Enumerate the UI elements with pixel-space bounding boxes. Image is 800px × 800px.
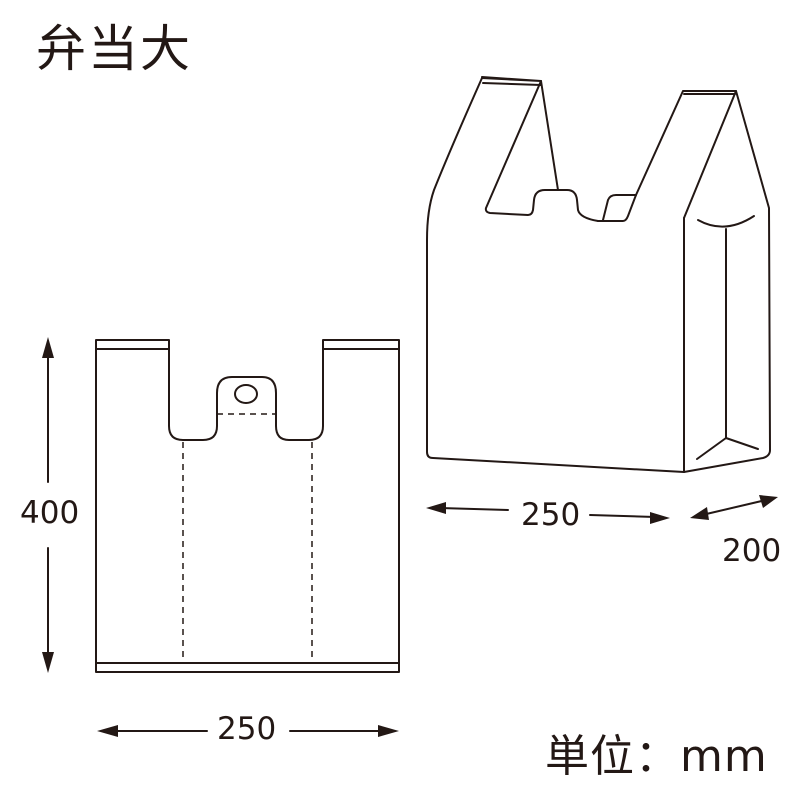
width-dimension-arrow: [97, 725, 399, 737]
open-width-label: 250: [521, 497, 581, 533]
gusset-label: 200: [722, 533, 782, 569]
flat-bag-outline: [95, 339, 400, 673]
height-label: 400: [20, 495, 80, 531]
flat-width-label: 250: [217, 711, 277, 747]
open-width-dimension-arrow: [426, 502, 670, 524]
open-bag-outline: [426, 76, 771, 473]
gusset-dimension-arrow: [690, 495, 778, 520]
hang-hole: [234, 384, 258, 404]
page-title: 弁当大: [36, 20, 192, 78]
unit-label: 単位：mm: [545, 731, 768, 782]
height-dimension-arrow: [42, 337, 54, 673]
